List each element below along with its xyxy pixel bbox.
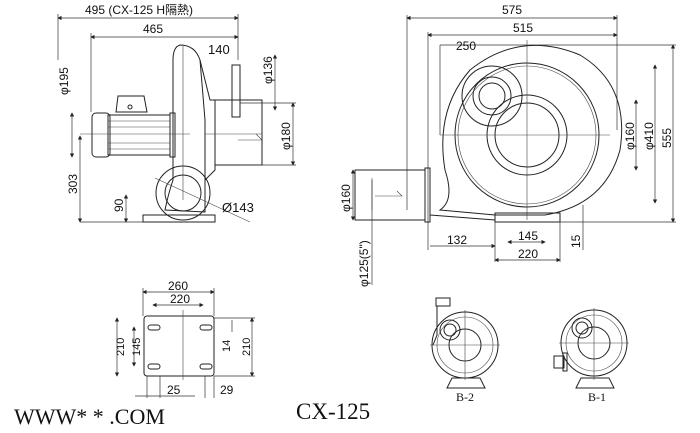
variant-b1: B-1 xyxy=(553,308,629,404)
base-plate-view: 260 220 210 145 14 210 25 29 xyxy=(114,279,255,398)
front-housing xyxy=(438,44,623,216)
dim-slot-width: 14 xyxy=(221,340,233,352)
front-outlet xyxy=(354,169,426,221)
dim-overall-height: 555 xyxy=(660,128,674,148)
dim-foot-spacing: 145 xyxy=(518,229,538,243)
dim-outlet-dia: φ160 xyxy=(339,184,353,212)
dim-base-width: 220 xyxy=(518,247,538,261)
watermark: WWW* * .COM xyxy=(14,404,165,429)
dim-ring-dia: φ410 xyxy=(642,122,656,150)
dim-overall-width: 575 xyxy=(502,3,522,17)
dim-plate-width: 260 xyxy=(168,279,188,293)
dim-outlet-pipe: φ125(5") xyxy=(357,240,371,287)
dim-plate-height-left: 210 xyxy=(115,338,127,356)
dim-outlet-distance: 132 xyxy=(447,233,467,247)
dim-center-height: 303 xyxy=(66,174,80,194)
dim-base-height: 15 xyxy=(569,234,583,248)
dim-inner-dia: φ160 xyxy=(623,122,637,150)
base-plate xyxy=(143,315,215,377)
front-base xyxy=(494,212,561,223)
dim-edge-left: 25 xyxy=(167,383,181,397)
side-base xyxy=(142,214,216,223)
dim-outlet-offset: 140 xyxy=(208,42,230,57)
dim-overall-length: 495 (CX-125 H隔熱) xyxy=(85,3,193,17)
model-title: CX-125 xyxy=(296,399,370,424)
variant-label-b2: B-2 xyxy=(456,390,474,404)
dim-edge-right: 29 xyxy=(220,383,234,397)
inlet-circle xyxy=(155,165,211,221)
dim-center-offset: 250 xyxy=(456,39,476,53)
motor-end-cap xyxy=(91,112,111,158)
terminal-box xyxy=(115,95,148,113)
motor-flange-circle xyxy=(461,65,523,127)
dim-hole-spacing-y: 145 xyxy=(131,338,143,356)
front-view: 575 515 250 φ160 φ410 555 φ160 φ125(5") … xyxy=(339,3,676,287)
dim-inlet-height: 90 xyxy=(112,198,126,212)
mount-slot xyxy=(147,324,161,331)
dim-flange-dia: φ180 xyxy=(279,122,293,150)
side-view: 495 (CX-125 H隔熱) 465 140 φ136 φ180 φ195 … xyxy=(57,3,296,223)
dim-outlet-dia: φ136 xyxy=(261,56,275,84)
dim-body-width: 515 xyxy=(513,21,533,35)
dim-plate-height-right: 210 xyxy=(241,338,253,356)
dim-inlet-dia: Ø143 xyxy=(222,200,254,215)
mount-slot xyxy=(199,324,213,331)
variant-label-b1: B-1 xyxy=(588,390,606,404)
variant-b2: B-2 xyxy=(430,297,500,404)
dim-body-length: 465 xyxy=(143,22,163,36)
fan-housing xyxy=(164,44,206,213)
mount-slot xyxy=(147,363,161,370)
mount-slot xyxy=(199,363,213,370)
dim-hole-spacing-x: 220 xyxy=(170,292,190,306)
dim-motor-dia: φ195 xyxy=(57,67,71,95)
